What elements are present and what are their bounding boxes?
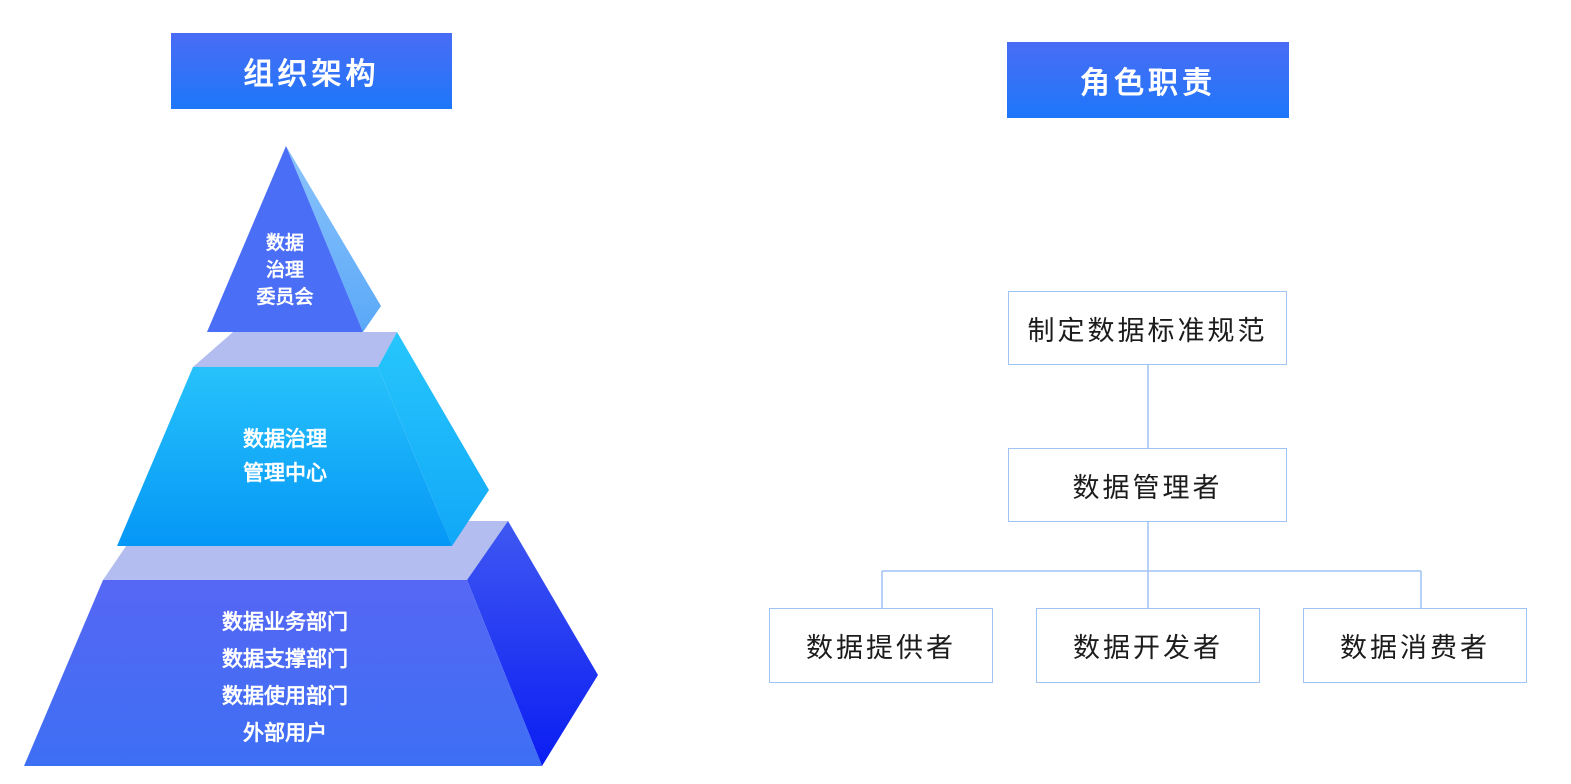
bottom-tier-front-face — [24, 580, 542, 766]
tier-departments-label: 数据业务部门 数据支撑部门 数据使用部门 外部用户 — [165, 604, 405, 752]
tier-label-line: 数据治理 — [243, 427, 327, 451]
role-box-manager: 数据管理者 — [1008, 448, 1287, 522]
tier-label-line: 数据业务部门 — [222, 610, 348, 634]
tier-committee-label: 数据 治理 委员会 — [230, 230, 340, 311]
tier-label-line: 外部用户 — [243, 721, 327, 745]
top-tier-front-face — [207, 146, 363, 332]
tier-label-line: 数据 — [265, 232, 304, 254]
tier-management-center-label: 数据治理 管理中心 — [200, 422, 370, 490]
tier-label-line: 数据使用部门 — [222, 684, 348, 708]
role-box-developer: 数据开发者 — [1036, 608, 1260, 683]
tier-label-line: 管理中心 — [243, 461, 327, 485]
middle-tier-top-face — [193, 332, 397, 367]
middle-tier-side-face — [378, 332, 489, 546]
role-box-label: 数据消费者 — [1340, 633, 1490, 664]
org-pyramid — [24, 146, 598, 766]
role-box-label: 制定数据标准规范 — [1027, 315, 1268, 347]
role-box-standard: 制定数据标准规范 — [1008, 291, 1287, 365]
role-duties-title: 角色职责 — [1080, 66, 1216, 101]
tier-label-line: 数据支撑部门 — [222, 647, 348, 671]
role-box-provider: 数据提供者 — [769, 608, 993, 683]
tier-label-line: 委员会 — [256, 286, 314, 308]
bottom-tier-side-face — [467, 521, 598, 766]
role-duties-header: 角色职责 — [1007, 42, 1289, 118]
role-box-label: 数据提供者 — [806, 633, 956, 664]
tier-label-line: 治理 — [265, 259, 304, 281]
role-box-label: 数据开发者 — [1073, 633, 1223, 664]
org-structure-header: 组织架构 — [171, 33, 452, 109]
org-structure-title: 组织架构 — [243, 57, 380, 92]
role-box-label: 数据管理者 — [1072, 472, 1223, 504]
role-box-consumer: 数据消费者 — [1303, 608, 1527, 683]
top-tier-side-face — [286, 146, 381, 332]
middle-tier-front-face — [117, 367, 452, 546]
